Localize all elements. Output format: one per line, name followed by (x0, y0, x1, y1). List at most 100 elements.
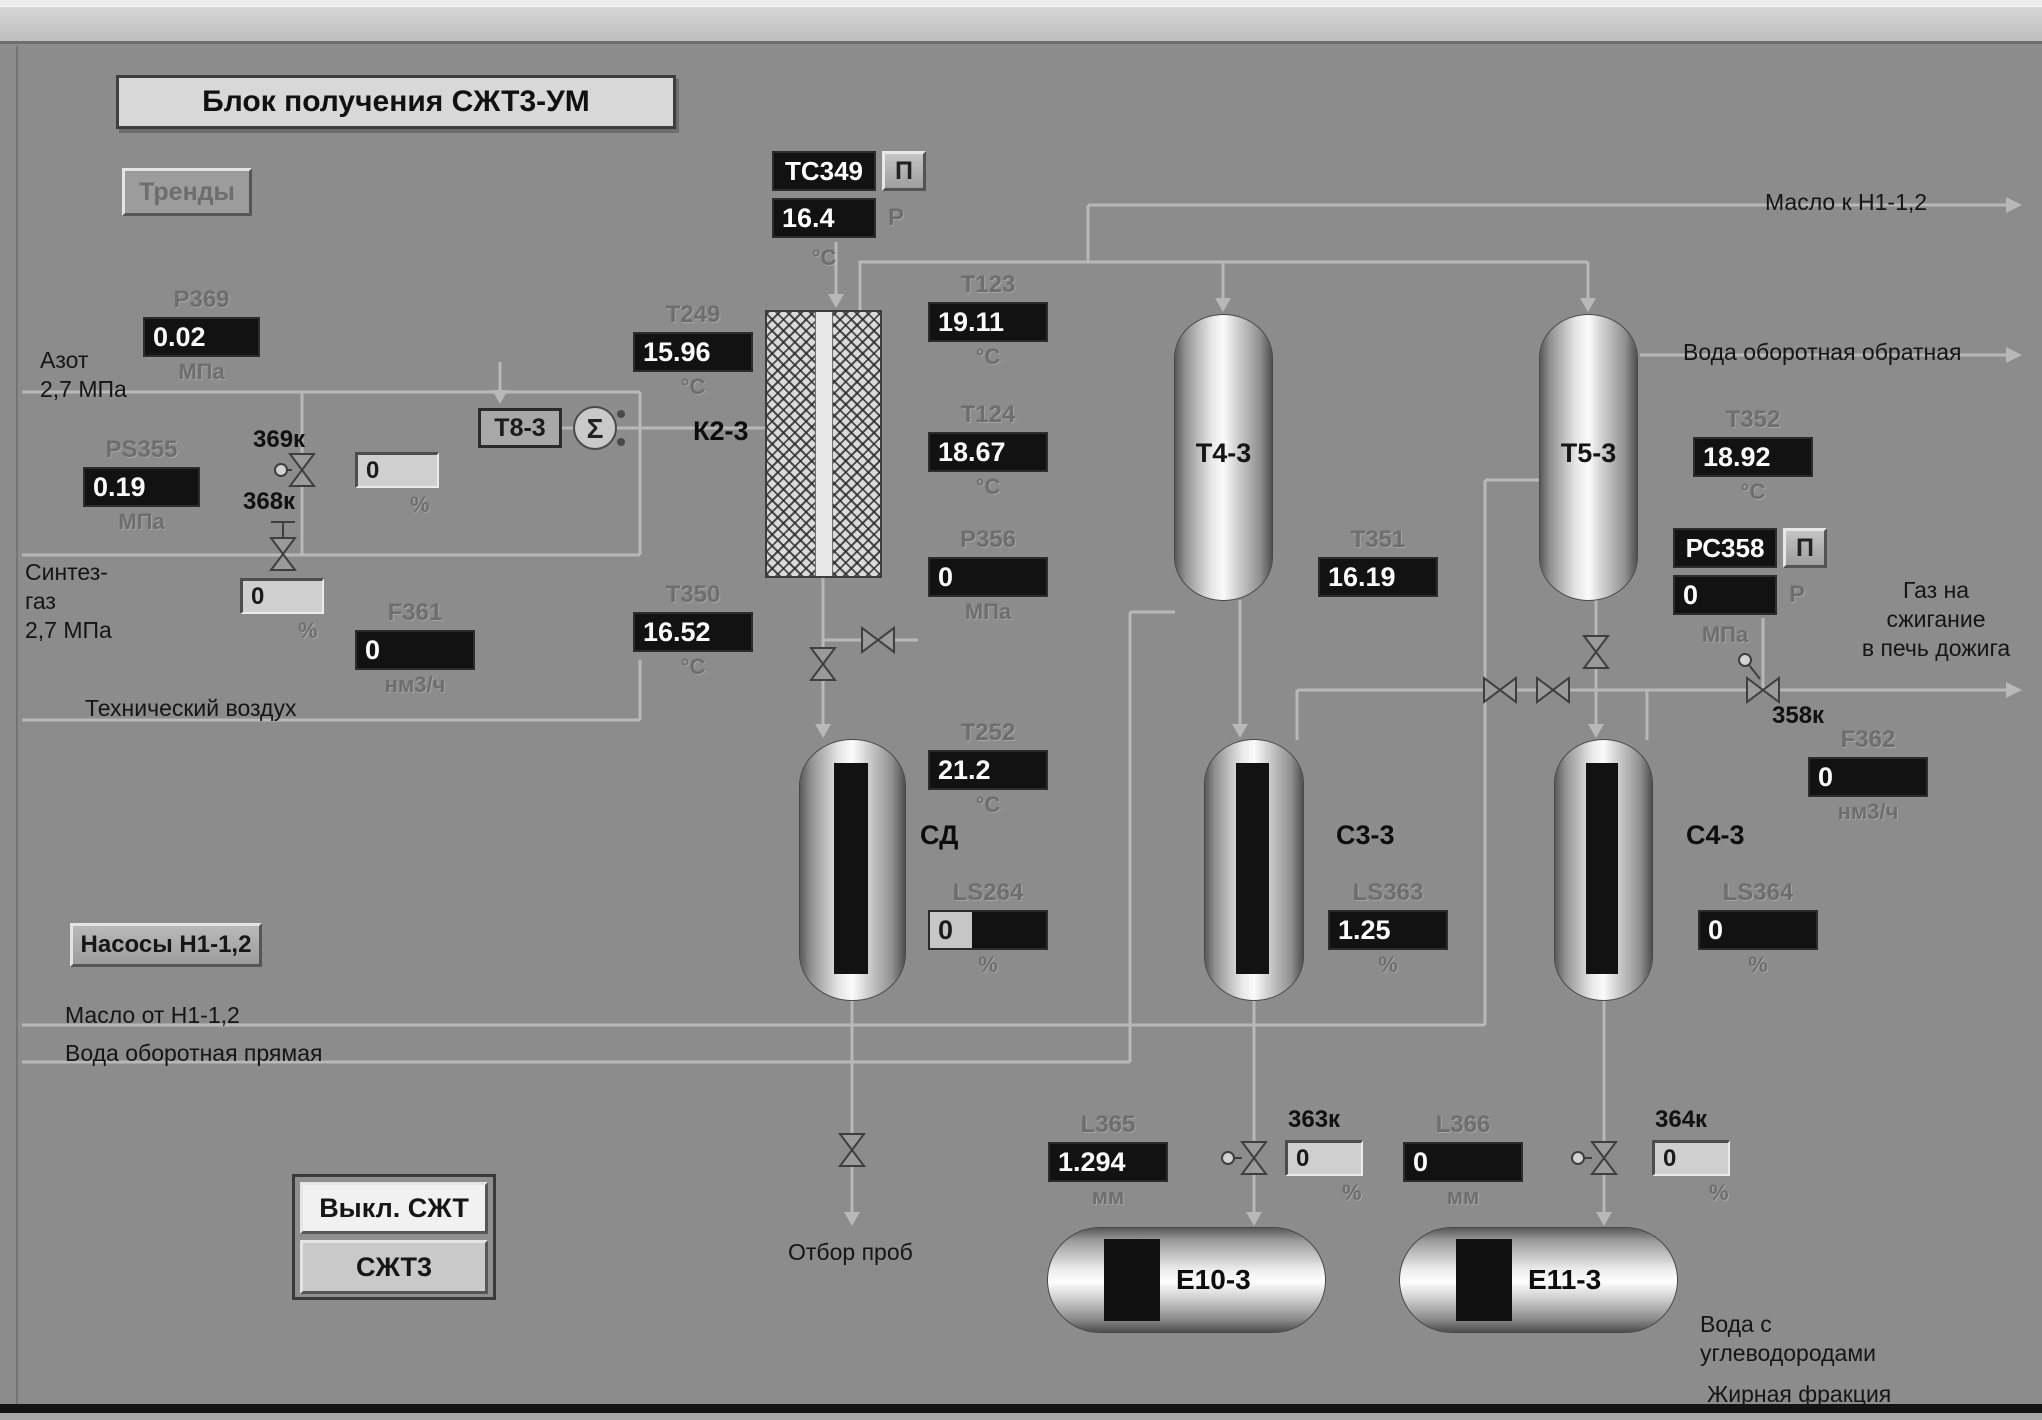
faceplate-button[interactable]: П (1783, 528, 1827, 568)
indicator-l366: L366 0 мм (1403, 1108, 1523, 1212)
valve-369k-label: 369к (253, 426, 306, 453)
level-indicator (1236, 763, 1269, 974)
value-display: 21.2 (928, 750, 1048, 790)
stream-label-voda-s-uglevodorodami: Вода с углеводородами (1700, 1311, 1877, 1366)
value-display: 1.294 (1048, 1142, 1168, 1182)
valve-358k[interactable] (1738, 653, 1780, 704)
tag-label: Т249 (665, 301, 721, 328)
valve-369k[interactable] (274, 453, 316, 487)
unit-label: °С (975, 792, 1001, 817)
unit-label: % (298, 618, 318, 643)
valve-368k[interactable] (269, 521, 297, 571)
summator-icon: Σ (573, 406, 625, 450)
controller-tag[interactable]: ТС349 (772, 151, 876, 191)
unit-label: нм3/ч (384, 672, 446, 697)
unit-label: мм (1091, 1184, 1125, 1209)
pumps-button[interactable]: Насосы Н1-1,2 (70, 923, 262, 967)
stream-label-sintez-gaz: Синтез- газ 2,7 МПа (25, 559, 112, 643)
vessel-sd-label: СД (920, 820, 959, 850)
column-k2-3 (765, 310, 882, 578)
pipe-network (22, 203, 2006, 1212)
vessel-s3-3-label: С3-3 (1336, 820, 1395, 850)
value-display: 0.19 (83, 467, 200, 507)
tag-label: LS264 (952, 879, 1024, 906)
controller-r-label: Р (1789, 581, 1806, 608)
valve-364k-setpoint[interactable]: 0 (1652, 1140, 1730, 1176)
column-center-channel (814, 312, 833, 576)
stream-label-otbor-prob: Отбор проб (788, 1239, 913, 1265)
valve-368k-setpoint[interactable]: 0 (240, 578, 324, 614)
unit-label: % (978, 952, 998, 977)
indicator-ls363: LS363 1.25 % (1328, 876, 1448, 980)
stream-label-tech-vozduh: Технический воздух (85, 695, 297, 721)
value-display: 0 (928, 910, 1048, 950)
tag-label: Т252 (960, 719, 1016, 746)
controller-r-label: Р (888, 204, 905, 231)
vessel-e10-3: Е10-3 (1048, 1228, 1325, 1332)
vessel-t4-3-label: Т4-3 (1195, 438, 1252, 468)
controller-pc358: РС358 П 0 Р МПа (1673, 528, 1827, 648)
value-display: 1.25 (1328, 910, 1448, 950)
controller-tc349: ТС349 П 16.4 Р °С (772, 151, 926, 271)
valve-363k[interactable] (1221, 1141, 1268, 1175)
indicator-t350: Т350 16.52 °С (633, 578, 753, 682)
controller-value: 0 (1673, 575, 1777, 615)
tag-label: LS364 (1722, 879, 1794, 906)
vessel-e10-3-label: Е10-3 (1176, 1264, 1251, 1295)
controller-tag[interactable]: РС358 (1673, 528, 1777, 568)
heater-t8-3[interactable]: Т8-3 (478, 408, 562, 448)
tag-label: F362 (1840, 726, 1896, 753)
vessel-e11-3-label: Е11-3 (1528, 1264, 1602, 1295)
vessel-s3-3 (1205, 740, 1303, 1000)
vessel-t5-3 (1540, 315, 1637, 600)
valve-sample-stub (861, 626, 895, 654)
value-display: 0.02 (143, 317, 260, 357)
unit-label: МПа (178, 359, 225, 384)
indicator-t249: Т249 15.96 °С (633, 298, 753, 402)
unit-label: °С (680, 654, 706, 679)
vessel-sd (800, 740, 905, 1000)
value-display: 0 (355, 630, 475, 670)
szht-button-group: Выкл. СЖТ СЖТ3 (292, 1174, 496, 1300)
valve-364k[interactable] (1571, 1141, 1618, 1175)
indicator-ps355: PS355 0.19 МПа (83, 433, 200, 537)
stream-label-azot: Азот 2,7 МПа (40, 347, 127, 402)
unit-label: °С (975, 474, 1001, 499)
unit-label (1318, 597, 1438, 627)
trends-button[interactable]: Тренды (122, 168, 252, 216)
value-display: 19.11 (928, 302, 1048, 342)
szht3-button[interactable]: СЖТ3 (300, 1240, 488, 1294)
valve-k2-drain (809, 647, 837, 681)
valve-369k-setpoint[interactable]: 0 (355, 452, 439, 488)
faceplate-button[interactable]: П (882, 151, 926, 191)
unit-label: °С (975, 344, 1001, 369)
level-indicator (833, 763, 869, 974)
valve-gas-header-1 (1483, 676, 1517, 704)
window-bottom-bar (0, 1404, 2042, 1413)
valve-363k-setpoint[interactable]: 0 (1285, 1140, 1363, 1176)
valve-364k-label: 364к (1655, 1106, 1708, 1133)
valve-368k-label: 368к (243, 488, 296, 515)
column-k2-3-label: К2-3 (693, 416, 749, 446)
unit-label: % (1709, 1180, 1729, 1205)
tag-label: Т124 (960, 401, 1016, 428)
indicator-ls364: LS364 0 % (1698, 876, 1818, 980)
tag-label: Т351 (1350, 526, 1406, 553)
unit-label: нм3/ч (1837, 799, 1899, 824)
tag-label: L366 (1435, 1111, 1491, 1138)
valve-t5-outlet (1582, 635, 1610, 669)
indicator-l365: L365 1.294 мм (1048, 1108, 1168, 1212)
level-indicator (1456, 1239, 1512, 1321)
unit-label: % (1378, 952, 1398, 977)
window-left-frame (16, 46, 18, 1404)
window-titlebar (0, 6, 2042, 44)
controller-value: 16.4 (772, 198, 876, 238)
indicator-f361: F361 0 нм3/ч (355, 596, 475, 700)
indicator-f362: F362 0 нм3/ч (1808, 723, 1928, 827)
valve-sd-drain (838, 1133, 866, 1167)
tag-label: Т352 (1725, 406, 1781, 433)
szht-off-button[interactable]: Выкл. СЖТ (300, 1182, 488, 1234)
unit-label: % (1342, 1180, 1362, 1205)
